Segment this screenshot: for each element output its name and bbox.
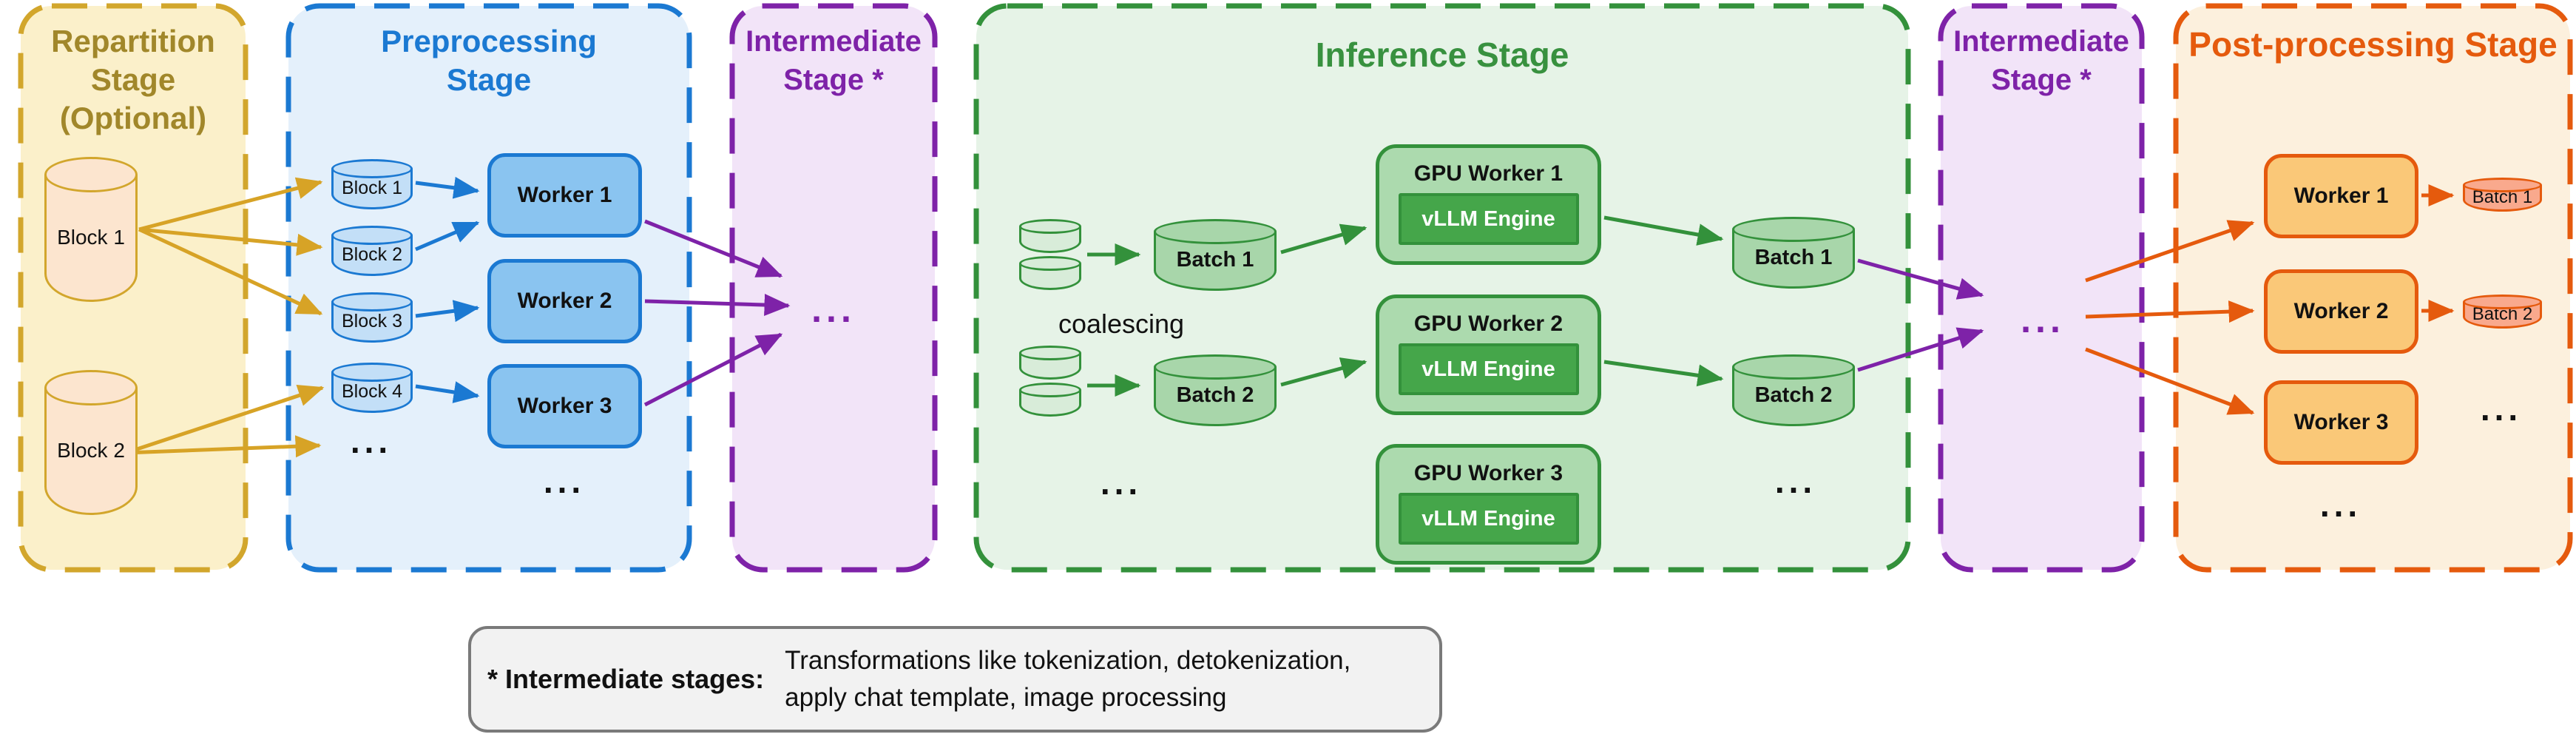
cylinder-top [1732,217,1855,242]
stage-repartition-title: Repartition Stage (Optional) [21,22,246,138]
vllm-engine-1: vLLM Engine [1398,193,1579,245]
postprocessing-more-workers-ellipsis: ... [2319,485,2362,524]
postprocessing-worker-1-label: Worker 1 [2293,184,2389,208]
cylinder-top [1019,219,1081,234]
preprocessing-worker-3: Worker 3 [487,364,642,448]
postprocessing-worker-2-label: Worker 2 [2293,299,2389,323]
gpu-worker-2: GPU Worker 2 vLLM Engine [1376,295,1601,415]
inference-output-batch-2-label: Batch 2 [1754,383,1833,407]
stage-postprocessing-title: Post-processing Stage [2176,25,2570,64]
cylinder-top [1019,256,1081,271]
cylinder-top [331,292,413,312]
inference-input-cylinder [1019,346,1081,380]
postprocessing-worker-1: Worker 1 [2264,154,2418,238]
gpu-worker-2-title: GPU Worker 2 [1413,312,1563,336]
gpu-worker-3: GPU Worker 3 vLLM Engine [1376,444,1601,565]
inference-more-outputs-ellipsis: ... [1774,462,1817,500]
postprocessing-worker-3-label: Worker 3 [2293,410,2389,434]
inference-output-batch-1-label: Batch 1 [1754,246,1833,269]
repartition-block-2-label: Block 2 [57,438,125,462]
preprocessing-block-4-cylinder: Block 4 [331,363,413,413]
preprocessing-block-1-label: Block 1 [342,177,402,198]
stage-intermediate-1-title: Intermediate Stage * [732,22,935,99]
title-line: Stage * [783,64,884,96]
inference-input-cylinder [1019,256,1081,290]
gpu-worker-3-title: GPU Worker 3 [1413,461,1563,485]
title-line: Post-processing Stage [2188,25,2558,64]
cylinder-top [331,363,413,382]
cylinder-body: Block 1 [44,175,138,302]
stage-inference-title: Inference Stage [976,36,1908,74]
inference-input-batch-2-cylinder: Batch 2 [1154,354,1277,426]
footnote-label: * Intermediate stages: [487,664,765,694]
inference-input-batch-1-cylinder: Batch 1 [1154,219,1277,291]
cylinder-body: Block 2 [44,388,138,515]
repartition-block-2-cylinder: Block 2 [44,370,138,515]
title-line: Repartition [51,24,215,58]
postprocessing-batch-1-cylinder: Batch 1 [2463,178,2542,212]
intermediate-1-ellipsis: ... [811,289,856,330]
inference-input-batch-2-label: Batch 2 [1176,383,1254,407]
title-line: Stage * [1991,64,2092,96]
preprocessing-block-3-cylinder: Block 3 [331,292,413,343]
title-line: Inference Stage [1315,36,1569,74]
cylinder-top [331,159,413,178]
preprocessing-worker-2-label: Worker 2 [517,289,612,313]
postprocessing-batch-2-cylinder: Batch 2 [2463,295,2542,329]
footnote-text-line: Transformations like tokenization, detok… [785,646,1351,675]
inference-input-batch-1-label: Batch 1 [1176,248,1254,272]
cylinder-top [2463,295,2542,309]
cylinder-top [44,157,138,192]
preprocessing-more-workers-ellipsis: ... [543,462,586,500]
cylinder-top [1732,354,1855,380]
cylinder-top [1019,346,1081,360]
preprocessing-worker-2: Worker 2 [487,259,642,343]
inference-input-cylinder [1019,219,1081,253]
preprocessing-block-2-cylinder: Block 2 [331,226,413,276]
preprocessing-block-1-cylinder: Block 1 [331,159,413,209]
title-line: Intermediate [1953,25,2129,58]
repartition-block-1-cylinder: Block 1 [44,157,138,302]
coalescing-label: coalescing [1058,309,1185,339]
inference-input-cylinder [1019,383,1081,417]
title-line: Intermediate [746,25,922,58]
title-line: Stage [446,62,532,97]
title-line: Preprocessing [381,24,597,58]
preprocessing-worker-1: Worker 1 [487,153,642,238]
stage-intermediate-2: Intermediate Stage * [1941,6,2142,570]
stage-intermediate-2-title: Intermediate Stage * [1941,22,2142,99]
repartition-block-1-label: Block 1 [57,225,125,249]
inference-more-inputs-ellipsis: ... [1100,463,1143,502]
cylinder-top [1154,219,1277,244]
cylinder-top [331,226,413,245]
footnote-text: Transformations like tokenization, detok… [785,642,1350,716]
preprocessing-more-blocks-ellipsis: ... [350,422,393,460]
stage-preprocessing-title: Preprocessing Stage [288,22,689,99]
stage-intermediate-1: Intermediate Stage * [732,6,935,570]
preprocessing-worker-3-label: Worker 3 [517,394,612,418]
title-line: (Optional) [59,101,207,135]
inference-output-batch-2-cylinder: Batch 2 [1732,354,1855,426]
gpu-worker-1: GPU Worker 1 vLLM Engine [1376,144,1601,265]
inference-output-batch-1-cylinder: Batch 1 [1732,217,1855,289]
cylinder-top [44,370,138,405]
preprocessing-block-3-label: Block 3 [342,310,402,332]
cylinder-top [1019,383,1081,397]
cylinder-top [2463,178,2542,192]
vllm-engine-2: vLLM Engine [1398,343,1579,395]
postprocessing-worker-2: Worker 2 [2264,269,2418,354]
preprocessing-worker-1-label: Worker 1 [517,183,612,207]
preprocessing-block-4-label: Block 4 [342,380,402,402]
intermediate-2-ellipsis: ... [2021,299,2065,340]
postprocessing-more-batches-ellipsis: ... [2480,389,2523,428]
vllm-engine-3: vLLM Engine [1398,493,1579,545]
cylinder-top [1154,354,1277,380]
gpu-worker-1-title: GPU Worker 1 [1413,161,1563,186]
preprocessing-block-2-label: Block 2 [342,243,402,265]
postprocessing-worker-3: Worker 3 [2264,380,2418,465]
footnote-text-line: apply chat template, image processing [785,683,1227,712]
intermediate-stages-footnote: * Intermediate stages: Transformations l… [468,626,1442,733]
title-line: Stage [90,62,176,97]
